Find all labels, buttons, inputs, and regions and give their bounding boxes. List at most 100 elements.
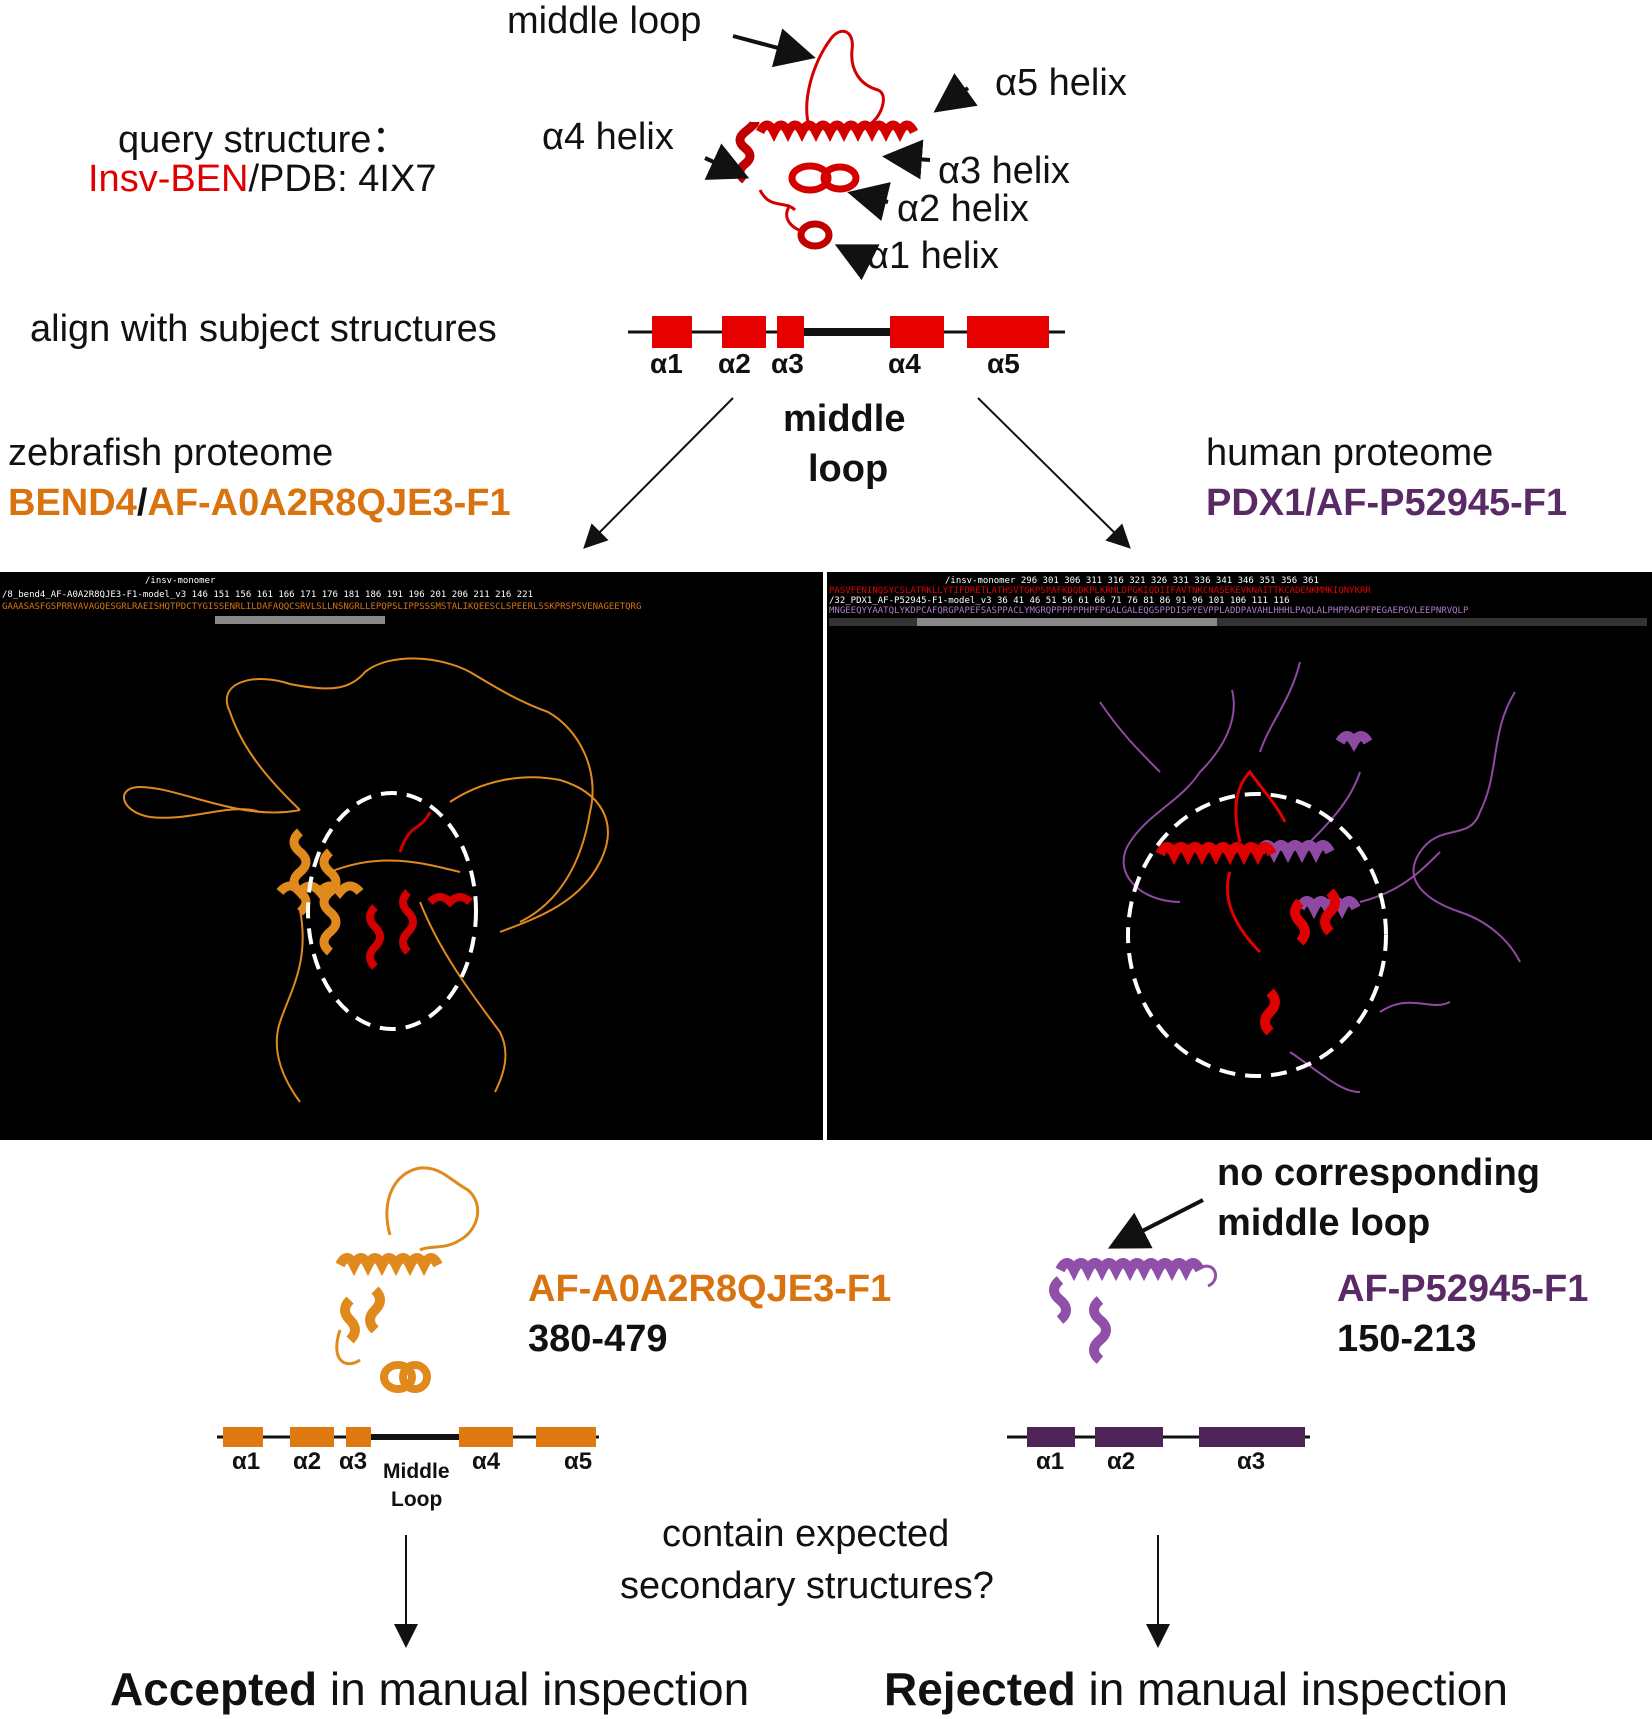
label-alpha1-helix: α1 helix (867, 235, 999, 277)
branch-arrows (583, 397, 1131, 549)
zebrafish-panel-scrolltrack (2, 616, 820, 624)
query-map-loop-line1: middle (783, 398, 906, 440)
zebrafish-panel-sequence: GAAASASFGSPRRVAVAGQESGRLRAEISHQTPDCTYGIS… (2, 602, 642, 612)
arrow-alpha2 (847, 182, 891, 221)
zebrafish-map-a5 (536, 1427, 596, 1447)
query-map-label-a5: α5 (987, 348, 1020, 379)
query-map-label-a4: α4 (888, 348, 921, 379)
zebrafish-map-a1 (223, 1427, 263, 1447)
query-alpha2-helix (820, 163, 860, 193)
zebrafish-result-id: AF-A0A2R8QJE3-F1 (528, 1268, 892, 1310)
query-label: query structure： (118, 119, 410, 161)
human-note-line1: no corresponding (1217, 1152, 1540, 1194)
rejected-rest: in manual inspection (1075, 1663, 1508, 1715)
human-map-label-a2: α2 (1107, 1448, 1136, 1475)
zebrafish-helices (276, 828, 364, 956)
arrow-alpha5 (933, 73, 978, 113)
zebrafish-result-structure (335, 1166, 480, 1393)
human-structure-view[interactable] (827, 630, 1652, 1140)
zebrafish-map-a4 (459, 1427, 513, 1447)
query-alpha1-helix (797, 220, 833, 250)
rejected-verdict: Rejected in manual inspection (884, 1662, 1508, 1716)
zebrafish-structure-view[interactable] (0, 628, 823, 1140)
zebrafish-gene: BEND4 (8, 482, 137, 524)
human-map-a1 (1027, 1427, 1075, 1447)
human-panel-red-sequence: PASVFENINQSYCSLATRKLLYTIFDRETLATHSVTGKPS… (829, 586, 1371, 596)
query-map-label-a3: α3 (771, 348, 804, 379)
align-text: align with subject structures (30, 308, 497, 350)
query-middle-loop (805, 29, 885, 131)
zebrafish-map-label-a1: α1 (232, 1448, 261, 1475)
zebrafish-highlight-circle (306, 791, 478, 1031)
query-map-a2 (722, 316, 766, 348)
zebrafish-query-overlay (366, 811, 473, 970)
human-domain-map (1007, 1427, 1310, 1447)
zebrafish-map-label-a5: α5 (564, 1448, 593, 1475)
zebrafish-map-a3 (346, 1427, 371, 1447)
human-proteome-label: human proteome (1206, 432, 1494, 474)
zebrafish-panel-header2: /8_bend4_AF-A0A2R8QJE3-F1-model_v3 146 1… (2, 590, 534, 600)
arrow-alpha1 (834, 244, 880, 280)
query-map-a3 (777, 316, 804, 348)
zebrafish-proteome-label: zebrafish proteome (8, 432, 334, 474)
human-result-range: 150-213 (1337, 1318, 1477, 1360)
arrow-alpha4 (704, 143, 750, 180)
query-map-label-a2: α2 (718, 348, 751, 379)
zebrafish-model-heading: BEND4/AF-A0A2R8QJE3-F1 (8, 482, 511, 525)
query-protein-name: Insv-BEN (88, 158, 249, 200)
zebrafish-result-range: 380-479 (528, 1318, 668, 1360)
query-map-a1 (652, 316, 692, 348)
human-panel-scrolltrack (829, 618, 1647, 626)
question-line2: secondary structures? (620, 1565, 994, 1607)
zebrafish-map-label-a4: α4 (472, 1448, 501, 1475)
human-panel-scrollbar[interactable] (917, 618, 1217, 626)
arrow-middle-loop (732, 28, 816, 68)
query-map-a5 (967, 316, 1049, 348)
human-highlight-circle (1126, 792, 1388, 1078)
question-line1: contain expected (662, 1513, 950, 1555)
panel-divider (823, 572, 827, 1140)
human-note-line2: middle loop (1217, 1202, 1431, 1244)
query-structure-figure (704, 28, 978, 280)
verdict-arrows (394, 1535, 1170, 1648)
zebrafish-panel-scrollbar[interactable] (215, 616, 385, 624)
zebrafish-slash: / (136, 482, 148, 524)
human-query-overlay (1155, 769, 1340, 1036)
accepted-rest: in manual inspection (317, 1663, 750, 1715)
arrow-alpha3 (882, 139, 931, 180)
label-alpha5-helix: α5 helix (995, 62, 1127, 104)
human-map-a3 (1199, 1427, 1305, 1447)
query-map-loop-line2: loop (808, 448, 889, 490)
zebrafish-domain-map (217, 1427, 599, 1447)
human-panel-sequence: MNGEEQYYAATQLYKDPCAFQRGPAPEFSASPPACLYMGR… (829, 606, 1469, 616)
zebrafish-map-label-a3: α3 (339, 1448, 368, 1475)
human-map-a2 (1095, 1427, 1163, 1447)
human-result-structure (1049, 1198, 1218, 1364)
human-alignment-panel: /insv-monomer 296 301 306 311 316 321 32… (827, 572, 1652, 1140)
label-alpha4-helix: α4 helix (542, 116, 674, 158)
query-pdb-id: /PDB: 4IX7 (248, 158, 437, 200)
zebrafish-map-a2 (290, 1427, 334, 1447)
query-alpha5-helix (755, 120, 919, 143)
label-alpha2-helix: α2 helix (897, 188, 1029, 230)
arrow-to-human (977, 397, 1131, 549)
accepted-word: Accepted (110, 1663, 318, 1715)
query-domain-map (628, 316, 1065, 348)
label-middle-loop: middle loop (507, 0, 702, 42)
human-panel-header1: /insv-monomer 296 301 306 311 316 321 32… (945, 576, 1319, 586)
query-map-label-a1: α1 (650, 348, 683, 379)
query-map-a4 (890, 316, 944, 348)
arrow-to-zebrafish (583, 397, 734, 549)
query-name: Insv-BEN/PDB: 4IX7 (88, 158, 436, 201)
zebrafish-alignment-panel: /insv-monomer /8_bend4_AF-A0A2R8QJE3-F1-… (0, 572, 823, 1140)
human-map-label-a3: α3 (1237, 1448, 1266, 1475)
zebrafish-panel-header1: /insv-monomer (145, 576, 216, 586)
rejected-word: Rejected (884, 1663, 1076, 1715)
zebrafish-map-loop-line1: Middle (383, 1460, 450, 1483)
arrow-no-middle-loop (1107, 1198, 1204, 1249)
accepted-verdict: Accepted in manual inspection (110, 1662, 749, 1716)
label-alpha3-helix: α3 helix (938, 150, 1070, 192)
human-map-label-a1: α1 (1036, 1448, 1065, 1475)
human-result-id: AF-P52945-F1 (1337, 1268, 1589, 1310)
zebrafish-model-id: AF-A0A2R8QJE3-F1 (147, 482, 511, 524)
